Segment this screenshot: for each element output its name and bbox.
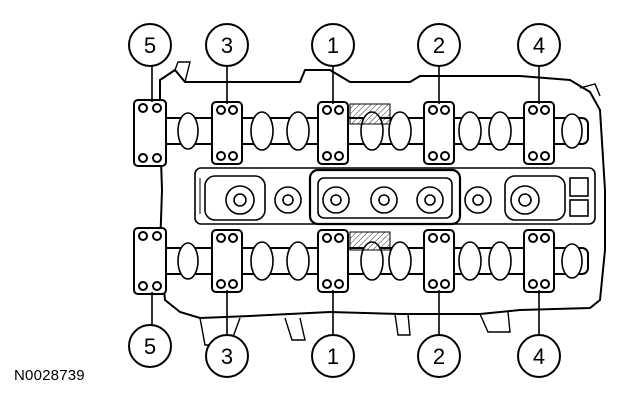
svg-text:3: 3 xyxy=(221,33,233,58)
bearing-cap-upper-2 xyxy=(423,101,455,165)
callouts-top: 5 3 1 2 4 xyxy=(128,23,561,67)
bearing-cap-upper-5 xyxy=(133,99,167,167)
bearing-cap-lower-1 xyxy=(317,229,349,293)
callout-bottom-1: 1 xyxy=(311,334,355,378)
svg-text:2: 2 xyxy=(433,344,445,369)
bearing-cap-lower-2 xyxy=(423,229,455,293)
svg-text:1: 1 xyxy=(327,344,339,369)
bearing-caps-lower xyxy=(133,227,555,295)
bearing-cap-lower-3 xyxy=(211,229,243,293)
callout-bottom-3: 3 xyxy=(205,334,249,378)
cylinder-head-outline xyxy=(158,61,606,346)
svg-text:3: 3 xyxy=(221,344,233,369)
bearing-cap-upper-3 xyxy=(211,101,243,165)
callout-top-2: 2 xyxy=(417,23,461,67)
bearing-cap-upper-4 xyxy=(523,101,555,165)
callouts-bottom: 5 3 1 2 4 xyxy=(128,324,561,378)
upper-camshaft xyxy=(149,103,589,151)
svg-text:4: 4 xyxy=(533,344,545,369)
bearing-caps-upper xyxy=(133,99,555,167)
svg-text:4: 4 xyxy=(533,33,545,58)
leader-lines xyxy=(151,66,540,336)
svg-text:5: 5 xyxy=(144,334,156,359)
callout-top-4: 4 xyxy=(517,23,561,67)
center-section xyxy=(194,167,596,226)
svg-text:2: 2 xyxy=(433,33,445,58)
callout-bottom-2: 2 xyxy=(417,334,461,378)
callout-bottom-5: 5 xyxy=(128,324,172,368)
figure-id: N0028739 xyxy=(14,367,85,384)
callout-top-5: 5 xyxy=(128,23,172,67)
callout-top-1: 1 xyxy=(311,23,355,67)
callout-bottom-4: 4 xyxy=(517,334,561,378)
bearing-cap-lower-4 xyxy=(523,229,555,293)
spark-plug-wells xyxy=(225,185,540,215)
callout-top-3: 3 xyxy=(205,23,249,67)
svg-text:1: 1 xyxy=(327,33,339,58)
bearing-cap-lower-5 xyxy=(133,227,167,295)
bearing-cap-upper-1 xyxy=(317,101,349,165)
svg-text:5: 5 xyxy=(144,33,156,58)
